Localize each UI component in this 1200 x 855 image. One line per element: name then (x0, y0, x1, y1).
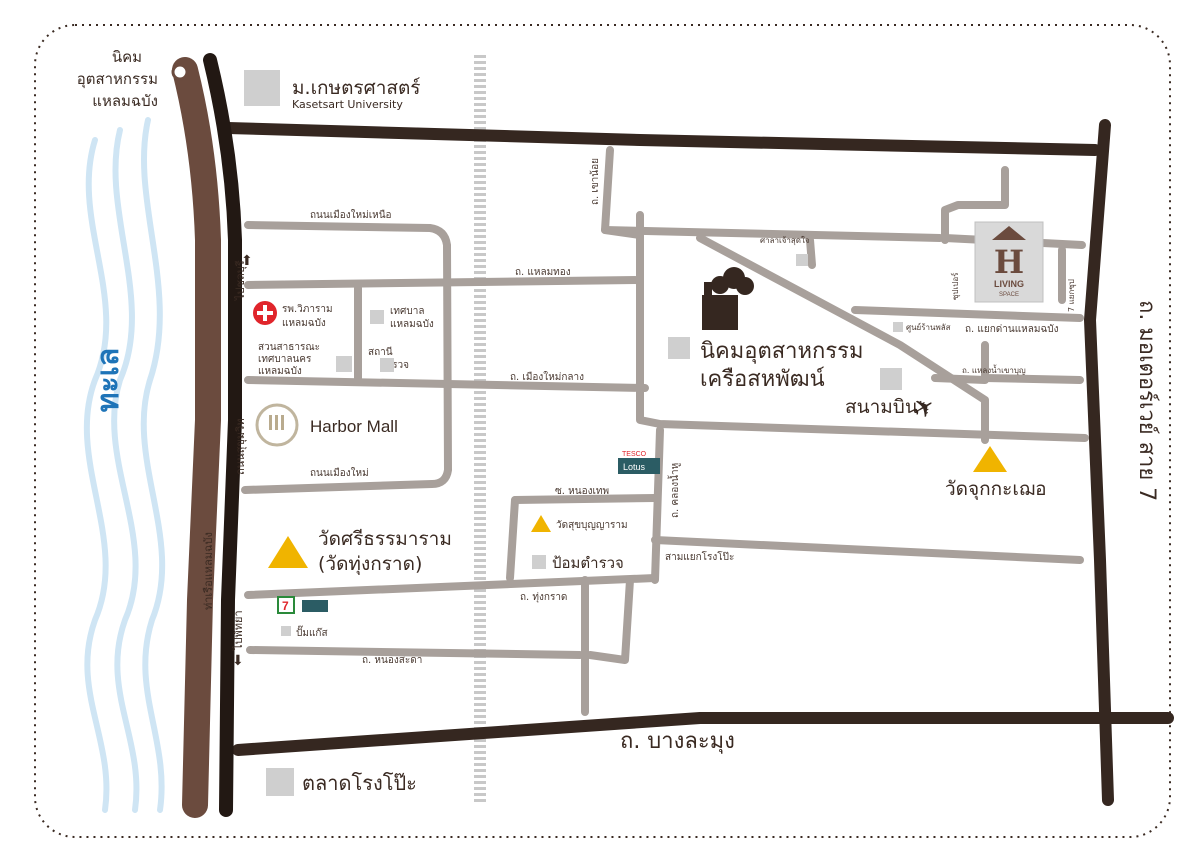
temple-left-name-2: (วัดทุ่งกราด) (318, 553, 422, 576)
park-name-2: เทศบาลนคร (258, 354, 312, 365)
harbor-mall-logo-bar-1 (269, 415, 272, 430)
road-khao-noi: ถ. เขาน้อย (589, 158, 601, 205)
university-square (244, 70, 280, 106)
estate-label-2: อุตสาหกรรม (77, 70, 158, 89)
lotus-label: Lotus (623, 462, 646, 472)
park-name-1: สวนสาธารณะ (258, 342, 320, 353)
police-station-2: ตำรวจ (380, 360, 409, 371)
road-muang-mai: ถนนเมืองใหม่ (310, 467, 369, 479)
harbor-mall-logo-bar-2 (275, 415, 278, 430)
gas-station-label: ปั๊มแก๊ส (296, 625, 328, 639)
road-motorway: ถ. มอเตอร์เวย์ สาย 7 (1134, 300, 1159, 501)
lotus-small-icon (302, 600, 328, 612)
road-laem-thong: ถ. แหลมทอง (515, 267, 571, 278)
temple-right-icon (973, 446, 1007, 472)
harbor-mall-name: Harbor Mall (310, 417, 398, 436)
road-yak-samnak: ถ. แยกด่านแหลมฉบัง (965, 324, 1059, 335)
sea-waves (83, 117, 166, 813)
airplane-icon: ✈ (907, 389, 941, 426)
police-station-square (380, 358, 394, 372)
road-wat-sam-roi: ศาลาเจ้าสุดใจ (760, 236, 810, 245)
police-box-label: ป้อมตำรวจ (552, 554, 624, 572)
seven-eleven-label: 7 (282, 599, 289, 613)
industrial-square (668, 337, 690, 359)
living-space-line2: SPACE (999, 292, 1019, 298)
road-nong-sa-da: ถ. หนองสะดา (362, 655, 422, 666)
main-roads (222, 119, 1174, 806)
park-square (336, 356, 352, 372)
airport-square (880, 368, 902, 390)
living-space-line1: LIVING (994, 279, 1024, 289)
gas-station-square (281, 626, 291, 636)
market-near-label: ศูนย์ร้านพลัส (906, 322, 951, 333)
university-name-en: Kasetsart University (292, 98, 403, 111)
estate-label-3: แหลมฉบัง (92, 92, 158, 110)
industrial-name-1: นิคมอุตสาหกรรม (700, 339, 864, 364)
dir-south-label: ไปพัทยา (232, 610, 245, 651)
temple-left-icon (268, 536, 308, 568)
shrine-square (796, 254, 808, 266)
municipality-name-1: เทศบาล (390, 306, 424, 317)
living-space-icon (974, 221, 1044, 303)
arrow-up-icon: ⬆ (241, 252, 253, 268)
hospital-cross-h (257, 311, 273, 315)
road-nong-thep: ซ. หนองเทพ (555, 486, 609, 497)
temple-left-name-1: วัดศรีธรรมาราม (318, 528, 452, 550)
market-label: ตลาดโรงโป๊ะ (302, 771, 417, 795)
road-muang-mai-central: ถ. เมืองใหม่กลาง (510, 371, 584, 383)
sea-label: ทะเล (91, 348, 126, 413)
road-klang-chuea-mong: ถ. แหลงน้ำเขาบุญ (962, 364, 1026, 375)
factory-icon (702, 267, 754, 330)
harbor-mall-logo-bar-3 (281, 415, 284, 430)
estate-label-1: นิคม (112, 48, 142, 66)
minor-roads (241, 146, 1089, 716)
hospital-name-1: รพ.วิภาราม (282, 304, 333, 315)
road-soi-left: ซุปเปอร์ (950, 272, 960, 300)
tesco-lotus-icon (618, 458, 660, 474)
dir-north-label: ไปชลบุรี (234, 260, 247, 301)
park-name-3: แหลมฉบัง (258, 366, 302, 377)
temple-right-label: วัดจุกกะเฌอ (945, 478, 1047, 501)
road-top-label: ถนนสุขุมวิท (234, 418, 247, 475)
road-north: ถนนเมืองใหม่เหนือ (310, 209, 392, 221)
police-box-square (532, 555, 546, 569)
municipality-name-2: แหลมฉบัง (390, 319, 434, 330)
road-bang-la-mung: ถ. บางละมุง (620, 729, 735, 754)
seven-eleven-icon (277, 596, 295, 614)
start-circle (171, 63, 189, 81)
temple-small-icon (531, 515, 551, 532)
industrial-name-2: เครือสหพัฒน์ (700, 367, 825, 392)
university-name-th: ม.เกษตรศาสตร์ (292, 77, 421, 99)
tesco-label: TESCO (622, 451, 647, 458)
police-station-1: สถานี (368, 346, 393, 358)
market-near-square (893, 322, 903, 332)
airport-label: สนามบิน (845, 396, 918, 418)
arrow-down-icon: ⬇ (232, 652, 244, 668)
hospital-name-2: แหลมฉบัง (282, 318, 326, 329)
road-khlong-nam-hu: ถ. คลองน้ำหู (667, 463, 681, 518)
map-frame (34, 24, 1171, 838)
road-soi-right: 7 แยกซุป (1067, 279, 1076, 312)
temple-small-label: วัดสุขบุญญาราม (556, 520, 628, 531)
coastal-road (171, 53, 242, 818)
road-bottom-label: ท่าเรือแหลมฉบัง (202, 532, 215, 610)
living-space-letter: H (994, 243, 1024, 281)
market-square (266, 768, 294, 796)
municipality-square (370, 310, 384, 324)
road-thung-krad: ถ. ทุ่งกราด (520, 592, 567, 603)
road-laem-rong-pho: สามแยกโรงโป๊ะ (665, 550, 734, 563)
